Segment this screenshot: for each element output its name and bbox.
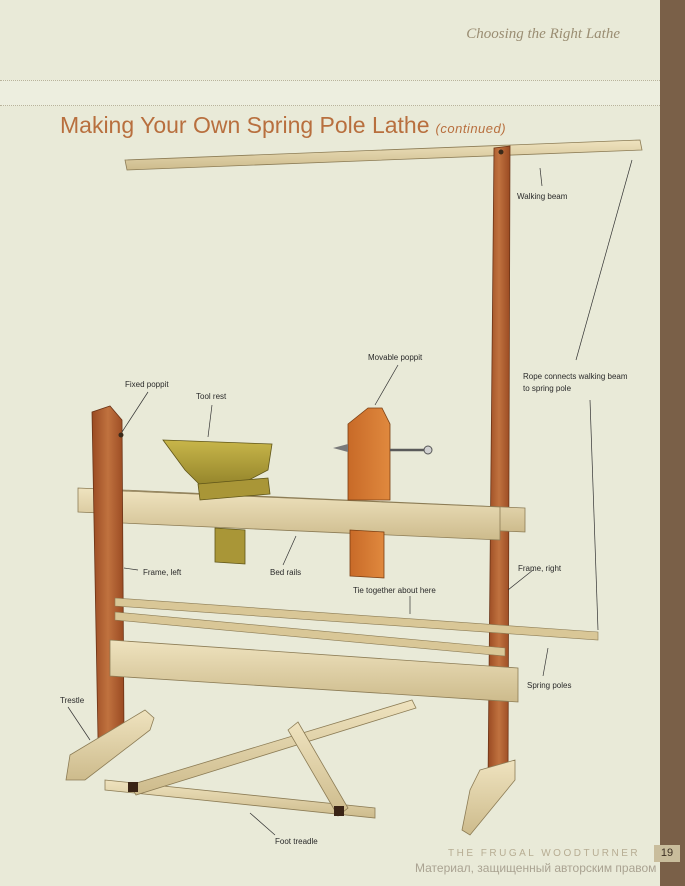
spring-pole-lathe-illustration: Walking beam Movable poppit Fixed poppit…	[60, 139, 643, 846]
right-trestle-foot	[461, 759, 516, 836]
label-trestle: Trestle	[60, 696, 85, 705]
spring-pole-upper	[114, 597, 599, 641]
label-tie-together: Tie together about here	[353, 586, 436, 595]
label-rope-line2: to spring pole	[523, 384, 572, 393]
book-page: Choosing the Right Lathe Making Your Own…	[0, 26, 660, 875]
label-bed-rails: Bed rails	[270, 568, 301, 577]
walking-beam	[124, 139, 643, 171]
label-movable-poppit: Movable poppit	[368, 353, 423, 362]
label-foot-treadle: Foot treadle	[275, 837, 318, 846]
section-title: Making Your Own Spring Pole Lathe (contin…	[60, 112, 506, 139]
trestle	[65, 709, 155, 781]
section-title-text: Making Your Own Spring Pole Lathe	[60, 112, 430, 138]
page-number: 19	[654, 845, 680, 862]
spring-pole-lower	[114, 611, 506, 657]
lower-stretcher	[109, 639, 519, 703]
header-band	[0, 80, 660, 106]
movable-poppit	[347, 407, 391, 501]
continued-label: (continued)	[435, 121, 507, 136]
label-frame-left: Frame, left	[143, 568, 182, 577]
running-head: Choosing the Right Lathe	[466, 26, 620, 42]
label-fixed-poppit: Fixed poppit	[125, 380, 169, 389]
foot-treadle	[104, 779, 376, 819]
left-post	[91, 405, 125, 739]
label-frame-right: Frame, right	[518, 564, 562, 573]
label-tool-rest: Tool rest	[196, 392, 227, 401]
page-edge	[660, 0, 685, 886]
footer-book-title: THE FRUGAL WOODTURNER	[448, 848, 641, 859]
label-rope-line1: Rope connects walking beam	[523, 372, 628, 381]
watermark: Материал, защищенный авторским правом	[415, 861, 657, 875]
label-spring-poles: Spring poles	[527, 681, 571, 690]
label-walking-beam: Walking beam	[517, 192, 568, 201]
